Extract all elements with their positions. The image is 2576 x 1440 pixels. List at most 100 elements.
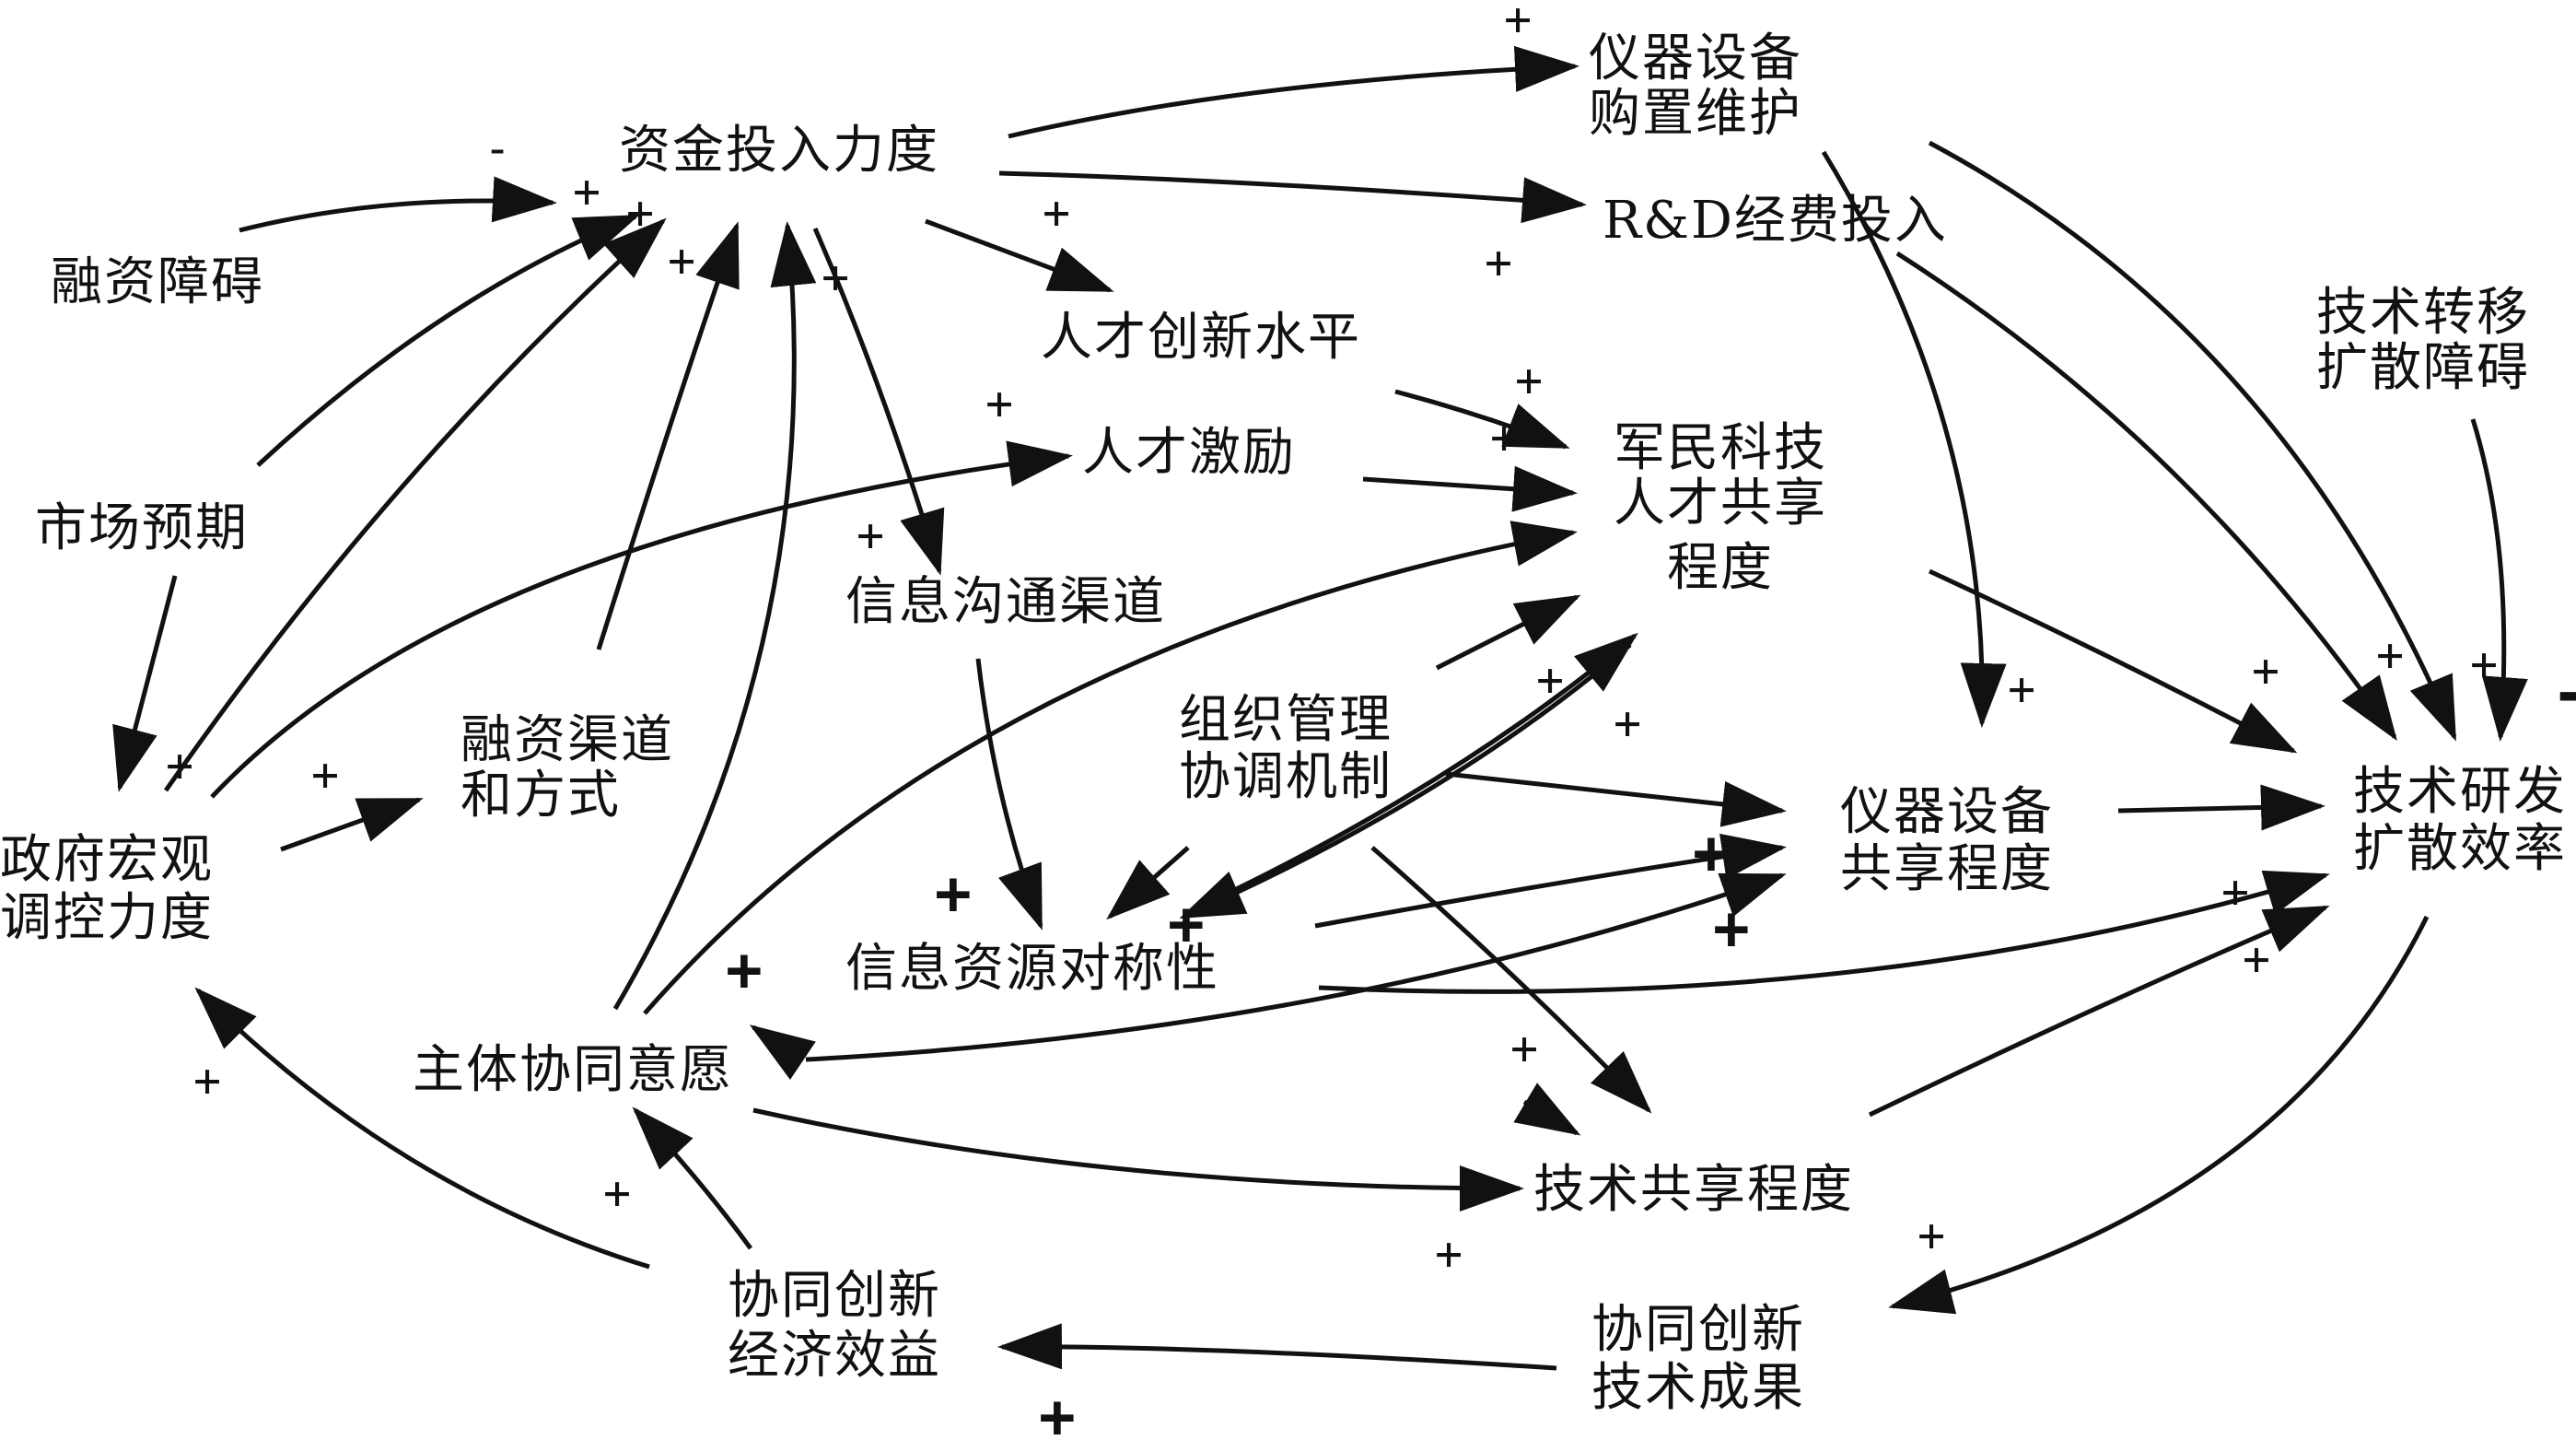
node-line: 政府宏观 [0, 830, 214, 890]
node-military-civil-talent-sharing: 军民科技 人才共享 程度 [1614, 418, 1827, 598]
edge-equipment-sharing-to-efficiency [2117, 784, 2325, 831]
polarity-signs: - + + + + + + + + + + + + + + + + + + + … [166, 0, 2576, 1440]
node-subject-willingness: 主体协同意愿 [413, 1040, 733, 1100]
node-line: 协同创新 [1591, 1300, 1805, 1360]
edge-government-to-talent-incentive [210, 440, 1073, 799]
node-line: 和方式 [460, 766, 621, 825]
edge-symmetry-to-equipment-sharing [1314, 833, 1787, 929]
node-line: 协同创新 [728, 1266, 941, 1326]
sign-plus: + [857, 509, 884, 562]
edge-tech-sharing-to-efficiency [1868, 905, 2330, 1118]
node-information-channel: 信息沟通渠道 [845, 572, 1166, 632]
edge-market-to-funding [256, 214, 640, 467]
node-line: 组织管理 [1179, 690, 1393, 750]
node-line: 购置维护 [1589, 84, 1802, 144]
sign-plus: + [1043, 186, 1070, 240]
edge-funding-to-equipment-purchase [1008, 45, 1579, 139]
node-technology-sharing: 技术共享程度 [1533, 1160, 1854, 1220]
sign-plus: + [2221, 865, 2249, 919]
sign-plus: + [1485, 236, 1512, 289]
sign-plus-bold: + [1039, 1381, 1076, 1440]
sign-plus: + [1515, 354, 1543, 407]
edge-tech-sharing-mark [1513, 1083, 1581, 1136]
edge-econ-to-subject [632, 1106, 753, 1250]
node-organization-coordination: 组织管理 协调机制 [1179, 690, 1393, 807]
sign-plus-bold: + [1693, 817, 1730, 888]
node-line: 共享程度 [1840, 839, 2054, 899]
edge-info-channel-to-symmetry [975, 658, 1043, 931]
node-line: 主体协同意愿 [413, 1040, 733, 1100]
node-line: 信息资源对称性 [845, 939, 1219, 999]
edge-government-to-funding [163, 217, 667, 792]
edge-subject-to-talent-sharing [643, 521, 1578, 1015]
node-innovation-achievement: 协同创新 技术成果 [1591, 1300, 1805, 1418]
node-line: 技术转移 [2316, 283, 2530, 343]
node-line: 军民科技 [1614, 418, 1827, 478]
sign-minus: - [484, 122, 511, 175]
node-line: 技术成果 [1591, 1358, 1805, 1418]
node-line: 扩散效率 [2353, 819, 2567, 879]
sign-plus: + [626, 186, 654, 240]
sign-plus: + [1490, 411, 1518, 464]
edge-market-to-government [112, 575, 178, 792]
node-financing-barrier: 融资障碍 [51, 252, 264, 312]
edge-rd-to-efficiency [1895, 251, 2397, 742]
node-line: 技术共享程度 [1533, 1160, 1854, 1220]
node-line: 协调机制 [1179, 747, 1393, 807]
node-line: 融资障碍 [51, 252, 264, 312]
node-tech-transfer-barrier: 技术转移 扩散障碍 [2316, 283, 2530, 398]
sign-plus: + [822, 251, 849, 304]
edge-talent-incentive-to-sharing [1362, 465, 1578, 512]
sign-plus: + [1510, 1022, 1538, 1075]
sign-plus: + [1435, 1227, 1463, 1281]
edge-subject-to-equipment-sharing [805, 872, 1787, 1062]
node-line: 市场预期 [35, 498, 249, 558]
node-equipment-purchase: 仪器设备 购置维护 [1589, 29, 1802, 144]
sign-plus-bold: + [726, 934, 763, 1005]
edge-symmetry-to-efficiency [1318, 870, 2330, 994]
node-information-symmetry: 信息资源对称性 [845, 939, 1219, 999]
edge-subject-to-funding [612, 221, 817, 1011]
edge-symmetry-to-talent-sharing [1186, 632, 1638, 915]
node-rd-funding: R&D经费投入 [1603, 191, 1948, 251]
edge-org-to-symmetry [1106, 846, 1190, 920]
sign-plus: + [2470, 638, 2498, 691]
edge-funding-to-rd [998, 170, 1587, 224]
sign-minus: - [2551, 658, 2576, 729]
sign-plus: + [603, 1166, 631, 1220]
edge-equipment-purchase-to-efficiency [1928, 140, 2457, 742]
edge-org-to-equipment-sharing [1445, 771, 1787, 827]
node-line: 资金投入力度 [619, 121, 939, 181]
edge-achievement-to-econ [997, 1323, 1557, 1371]
node-line: 信息沟通渠道 [845, 572, 1166, 632]
edge-efficiency-to-achievement [1888, 915, 2430, 1315]
sign-plus: + [2243, 932, 2270, 986]
edge-subject-to-tech-sharing [752, 1107, 1524, 1212]
node-line: 仪器设备 [1840, 782, 2054, 842]
sign-plus: + [2008, 662, 2035, 716]
edge-funding-to-info-channel [812, 228, 945, 576]
edge-barrier-to-efficiency [2470, 418, 2528, 742]
node-funding-intensity: 资金投入力度 [619, 121, 939, 181]
sign-plus: + [193, 1054, 221, 1107]
sign-plus: + [311, 748, 339, 802]
node-talent-innovation-level: 人才创新水平 [1041, 308, 1361, 368]
node-line: 融资渠道 [460, 710, 674, 770]
edge-talent-sharing-to-symmetry [1179, 643, 1632, 919]
node-line: R&D经费投入 [1603, 191, 1948, 251]
node-equipment-sharing: 仪器设备 共享程度 [1840, 782, 2054, 899]
node-line: 调控力度 [0, 888, 214, 948]
node-market-expectation: 市场预期 [35, 498, 249, 558]
edge-equipment-purchase-to-sharing [1821, 150, 2007, 728]
edge-talent-level-to-sharing [1394, 389, 1570, 450]
sign-plus: + [985, 377, 1013, 430]
node-talent-incentive: 人才激励 [1082, 423, 1296, 483]
edge-talent-sharing-to-efficiency [1928, 568, 2298, 754]
sign-plus: + [573, 165, 600, 218]
node-line: 人才激励 [1082, 423, 1296, 483]
edge-org-to-tech-sharing [1370, 846, 1652, 1114]
edge-financing-channel-to-funding [596, 221, 740, 650]
node-line: 经济效益 [728, 1326, 941, 1386]
node-line: 人才创新水平 [1041, 308, 1361, 368]
